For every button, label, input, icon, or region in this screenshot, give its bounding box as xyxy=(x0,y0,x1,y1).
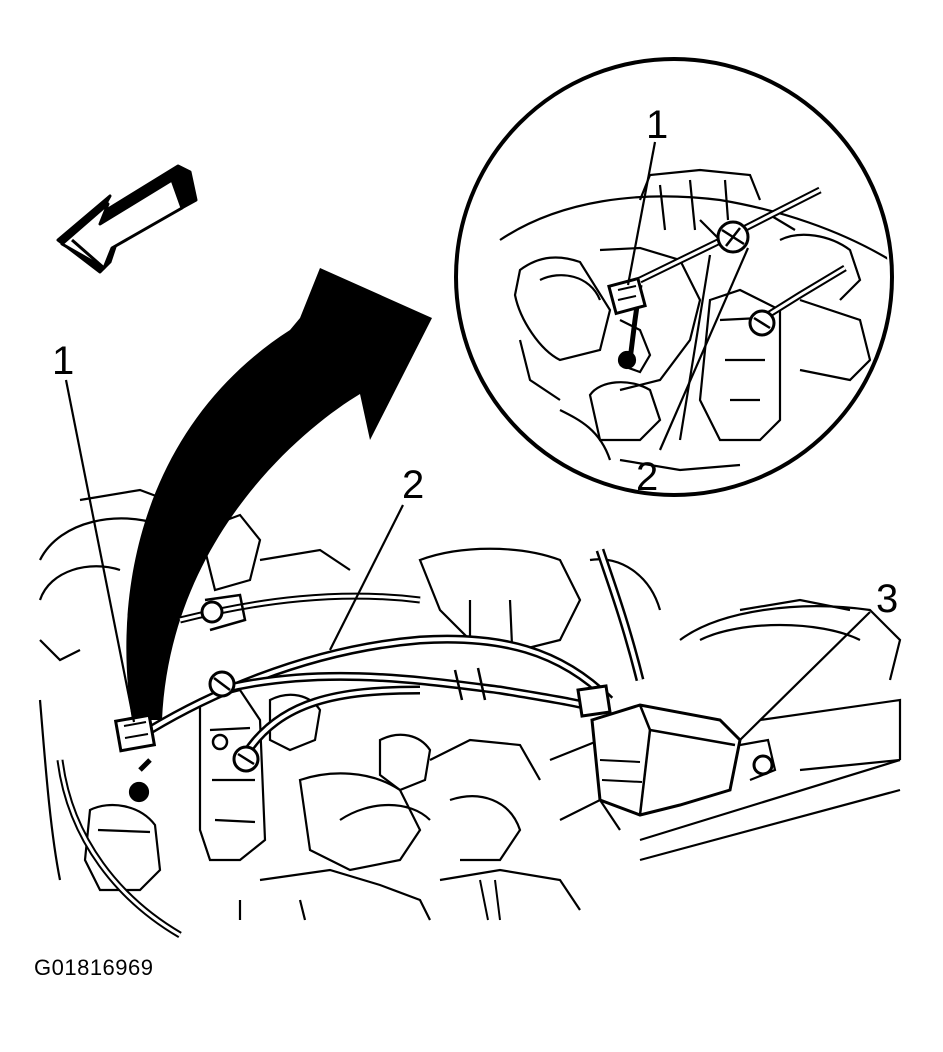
callout-2-inset: 2 xyxy=(636,455,658,499)
direction-arrow-icon xyxy=(56,164,198,274)
figure-id-label: G01816969 xyxy=(34,955,154,980)
zoom-curved-arrow-icon xyxy=(126,268,433,720)
inset-detail-view xyxy=(454,57,894,497)
callout-1-main: 1 xyxy=(52,339,74,383)
engine-bay-drawing xyxy=(38,379,902,939)
callout-1-inset: 1 xyxy=(646,103,668,147)
callout-2-main: 2 xyxy=(402,463,424,507)
callout-3-main: 3 xyxy=(876,577,898,621)
